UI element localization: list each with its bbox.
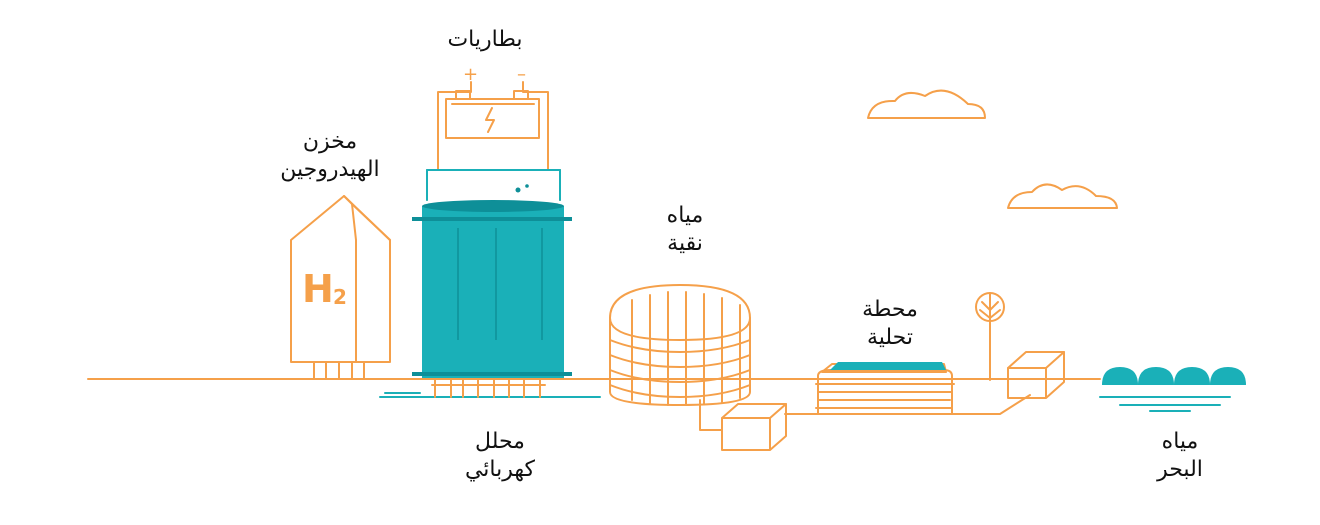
label-desalination-line1: محطة [862, 297, 918, 322]
cloud-icon [867, 89, 986, 119]
battery-icon [445, 90, 540, 139]
label-batteries-text: بطاريات [447, 27, 523, 52]
label-electrolyzer-line2: كهربائي [464, 457, 536, 482]
label-pure-water: مياه نقية [640, 202, 730, 258]
battery-wiring [426, 81, 561, 201]
label-seawater: مياه البحر [1130, 428, 1230, 484]
label-desalination-line2: تحلية [866, 325, 914, 350]
tree-icon [975, 292, 1005, 381]
label-batteries: بطاريات [430, 26, 540, 54]
label-hydrogen-storage-line2: الهيدروجين [280, 157, 380, 182]
lightning-icon [485, 107, 495, 133]
label-seawater-line2: البحر [1157, 457, 1203, 482]
sea-waves-icon [1102, 367, 1246, 385]
label-hydrogen-storage-line1: مخزن [302, 129, 358, 154]
label-pure-water-line1: مياه [666, 203, 704, 228]
label-desalination: محطة تحلية [840, 296, 940, 352]
hydrogen-tank-icon [290, 195, 391, 380]
battery-plus-sign: + [463, 64, 478, 85]
cloud-icon-2 [1007, 183, 1118, 209]
label-hydrogen-storage: مخزن الهيدروجين [250, 128, 410, 184]
label-electrolyzer: محلل كهربائي [440, 428, 560, 484]
solar-panel-icon [815, 363, 955, 415]
label-electrolyzer-line1: محلل [475, 429, 525, 454]
intake-box [1007, 351, 1065, 399]
electrolyzer-tank-icon [412, 184, 572, 378]
hydrogen-symbol: H [302, 267, 334, 311]
electrolyzer-legs [431, 378, 546, 398]
battery-minus-sign: – [517, 64, 526, 85]
pump-box [721, 403, 787, 451]
label-seawater-line1: مياه [1161, 429, 1199, 454]
label-pure-water-line2: نقية [667, 231, 703, 256]
ground-line-teal-short [384, 392, 1221, 412]
hydrogen-subscript: 2 [333, 285, 347, 309]
solar-panel-top [830, 362, 946, 370]
water-tank-icon [609, 284, 751, 406]
